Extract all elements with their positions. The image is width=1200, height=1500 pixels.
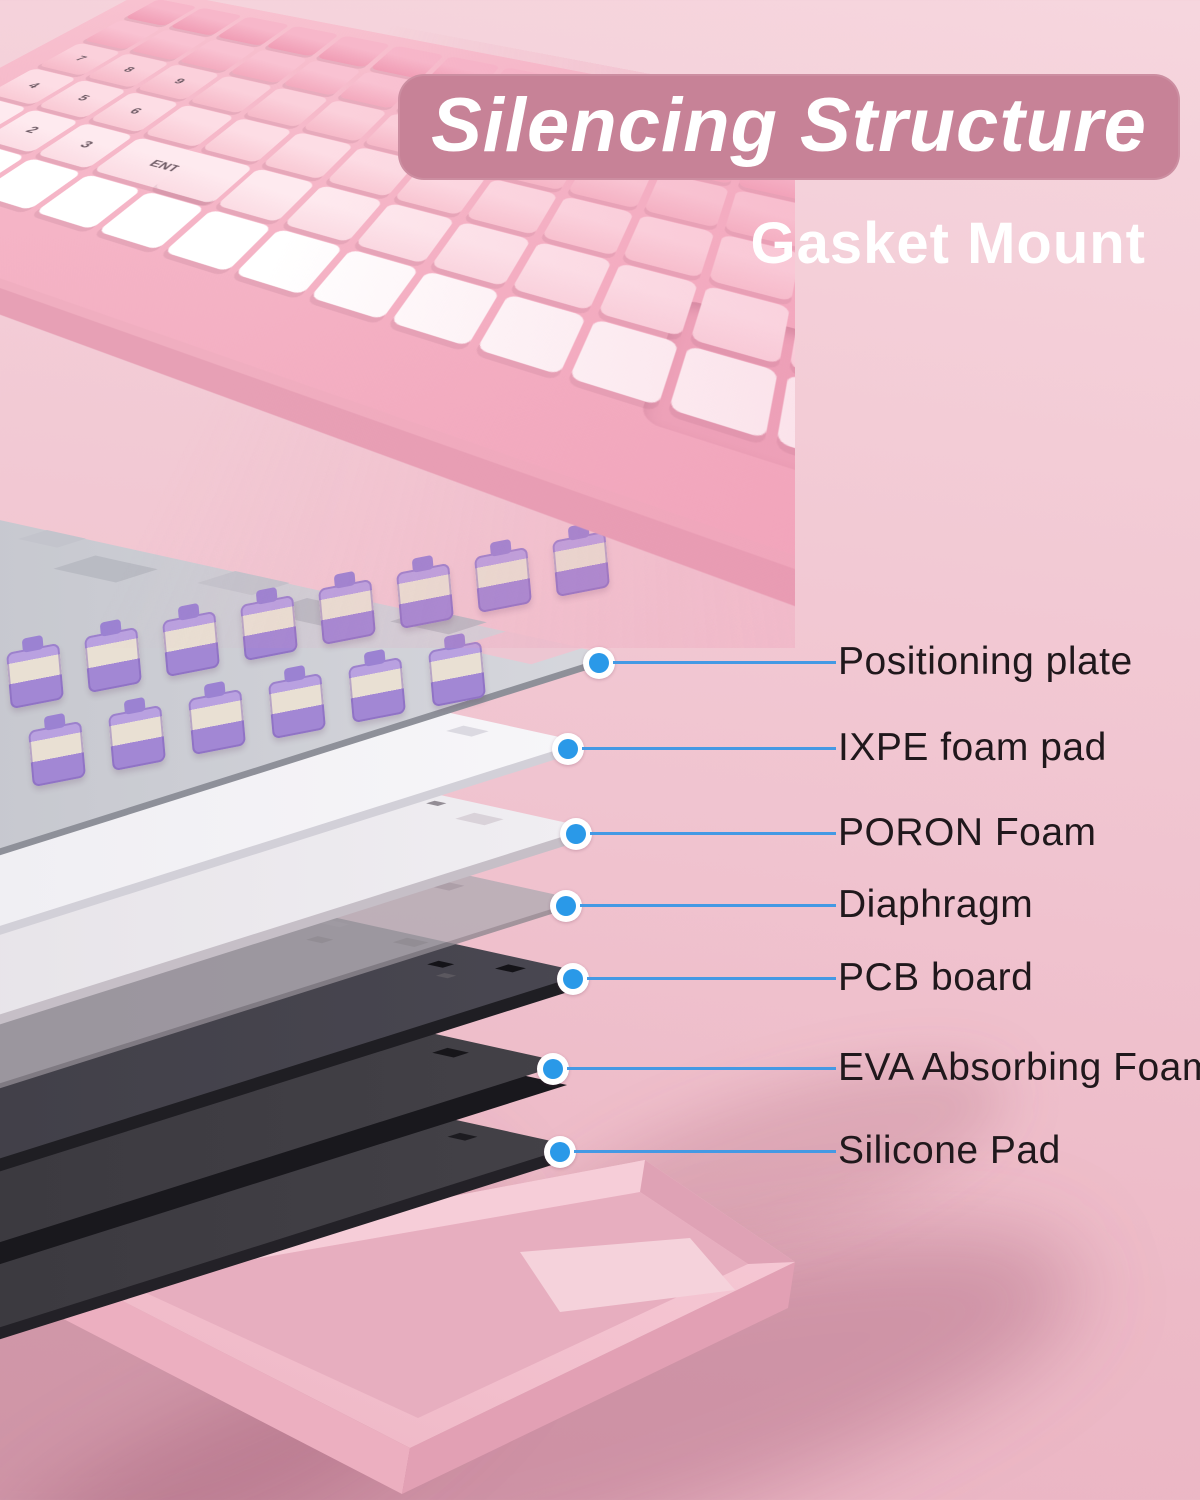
layer-hole [426,800,447,806]
callout-label: IXPE foam pad [838,726,1107,769]
layer-hole [435,973,457,979]
callout-line [590,832,836,835]
callout-dot-icon [544,1136,576,1168]
callout-line [613,661,836,664]
layer-hole [446,725,489,737]
layer-hole [455,631,583,665]
callout-dot-icon [583,647,615,679]
layer-hole [455,812,504,826]
callout-label: EVA Absorbing Foam [838,1046,1200,1089]
callout-dot-icon [557,963,589,995]
title-banner: Silencing Structure [398,74,1180,180]
callout-label: PORON Foam [838,811,1097,854]
callout-line [582,747,836,750]
callout-label: PCB board [838,956,1034,999]
callout-line [587,977,836,980]
page-subtitle: Gasket Mount [750,211,1146,276]
callout-dot-icon [552,733,584,765]
callout-dot-icon [560,818,592,850]
callout-label: Positioning plate [838,640,1133,683]
layer-hole [432,1047,469,1058]
callout-line [580,904,836,907]
callout-dot-icon [537,1053,569,1085]
callout-label: Silicone Pad [838,1129,1061,1172]
layer-hole [427,960,455,968]
callout-dot-icon [550,890,582,922]
layer-hole [447,1132,478,1141]
layer-hole [197,571,290,596]
callout-label: Diaphragm [838,883,1034,926]
layer-hole [53,555,158,583]
tray-shadow [0,1231,1080,1500]
layer-hole [495,964,526,973]
page-title: Silencing Structure [431,82,1147,168]
callout-line [567,1067,836,1070]
layer-hole [18,530,86,548]
callout-line [574,1150,836,1153]
